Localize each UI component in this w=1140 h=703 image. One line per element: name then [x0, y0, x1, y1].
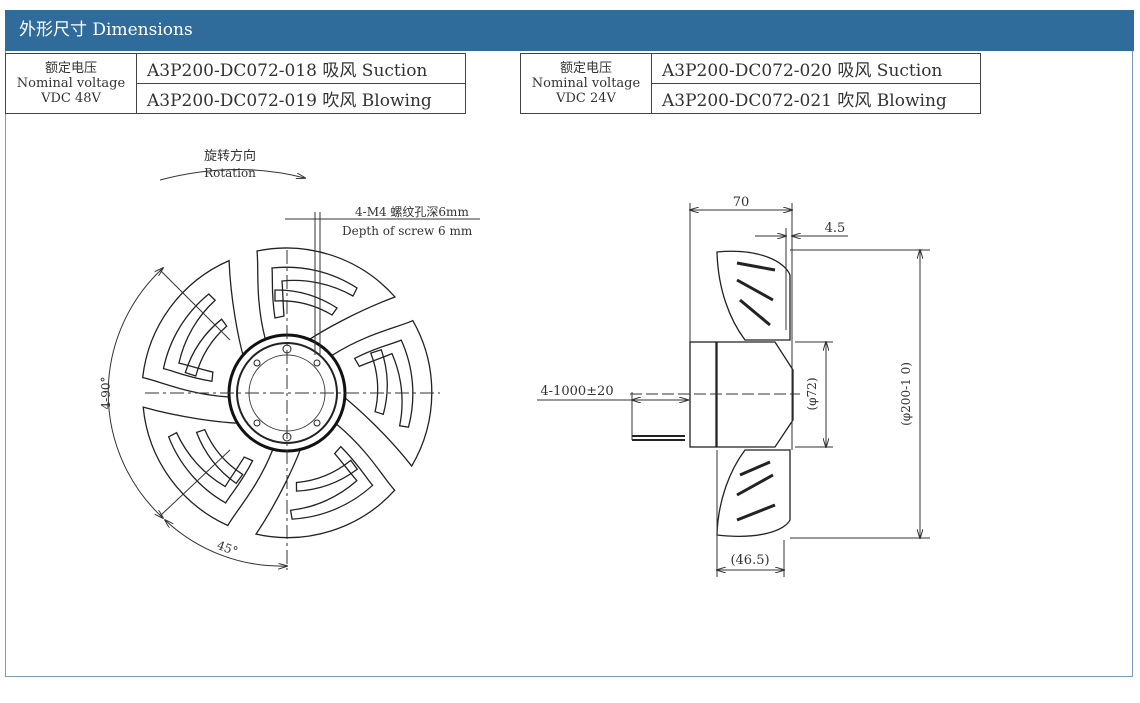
angle-4x90-label: 4-90°: [99, 377, 113, 410]
dim-4-5: 4.5: [825, 221, 846, 236]
front-view: 4-90° 45° 旋转方向 Rotation 4-M4 螺纹孔深6mm Dep…: [99, 148, 480, 575]
spec-table-24v: 额定电压 Nominal voltage VDC 24V A3P200-DC07…: [520, 53, 981, 114]
rotation-cn: 旋转方向: [204, 148, 256, 164]
rotation-en: Rotation: [204, 166, 256, 180]
dim-200: (φ200-1 0): [899, 362, 913, 426]
screw-note-cn: 4-M4 螺纹孔深6mm: [355, 205, 469, 219]
label-en: Nominal voltage: [531, 76, 641, 91]
model-row: A3P200-DC072-020 吸风 Suction: [651, 53, 981, 84]
voltage-label: 额定电压 Nominal voltage VDC 48V: [5, 53, 137, 114]
dim-72: (φ72): [805, 377, 819, 410]
angle-45-label: 45°: [215, 538, 240, 558]
label-cn: 额定电压: [44, 61, 97, 76]
model-row: A3P200-DC072-019 吹风 Blowing: [136, 83, 466, 114]
screw-note-en: Depth of screw 6 mm: [342, 224, 473, 238]
spec-table-48v: 额定电压 Nominal voltage VDC 48V A3P200-DC07…: [5, 53, 466, 114]
model-row: A3P200-DC072-018 吸风 Suction: [136, 53, 466, 84]
voltage-value: VDC 48V: [41, 91, 101, 106]
dim-70: 70: [733, 195, 750, 210]
voltage-value: VDC 24V: [556, 91, 616, 106]
label-en: Nominal voltage: [16, 76, 126, 91]
dim-46-5: (46.5): [730, 553, 769, 568]
voltage-label: 额定电压 Nominal voltage VDC 24V: [520, 53, 652, 114]
label-cn: 额定电压: [559, 61, 612, 76]
model-row: A3P200-DC072-021 吹风 Blowing: [651, 83, 981, 114]
section-header: 外形尺寸 Dimensions: [5, 10, 1134, 51]
dim-cable-length: 4-1000±20: [540, 384, 613, 399]
rotation-arrow: [159, 168, 305, 181]
